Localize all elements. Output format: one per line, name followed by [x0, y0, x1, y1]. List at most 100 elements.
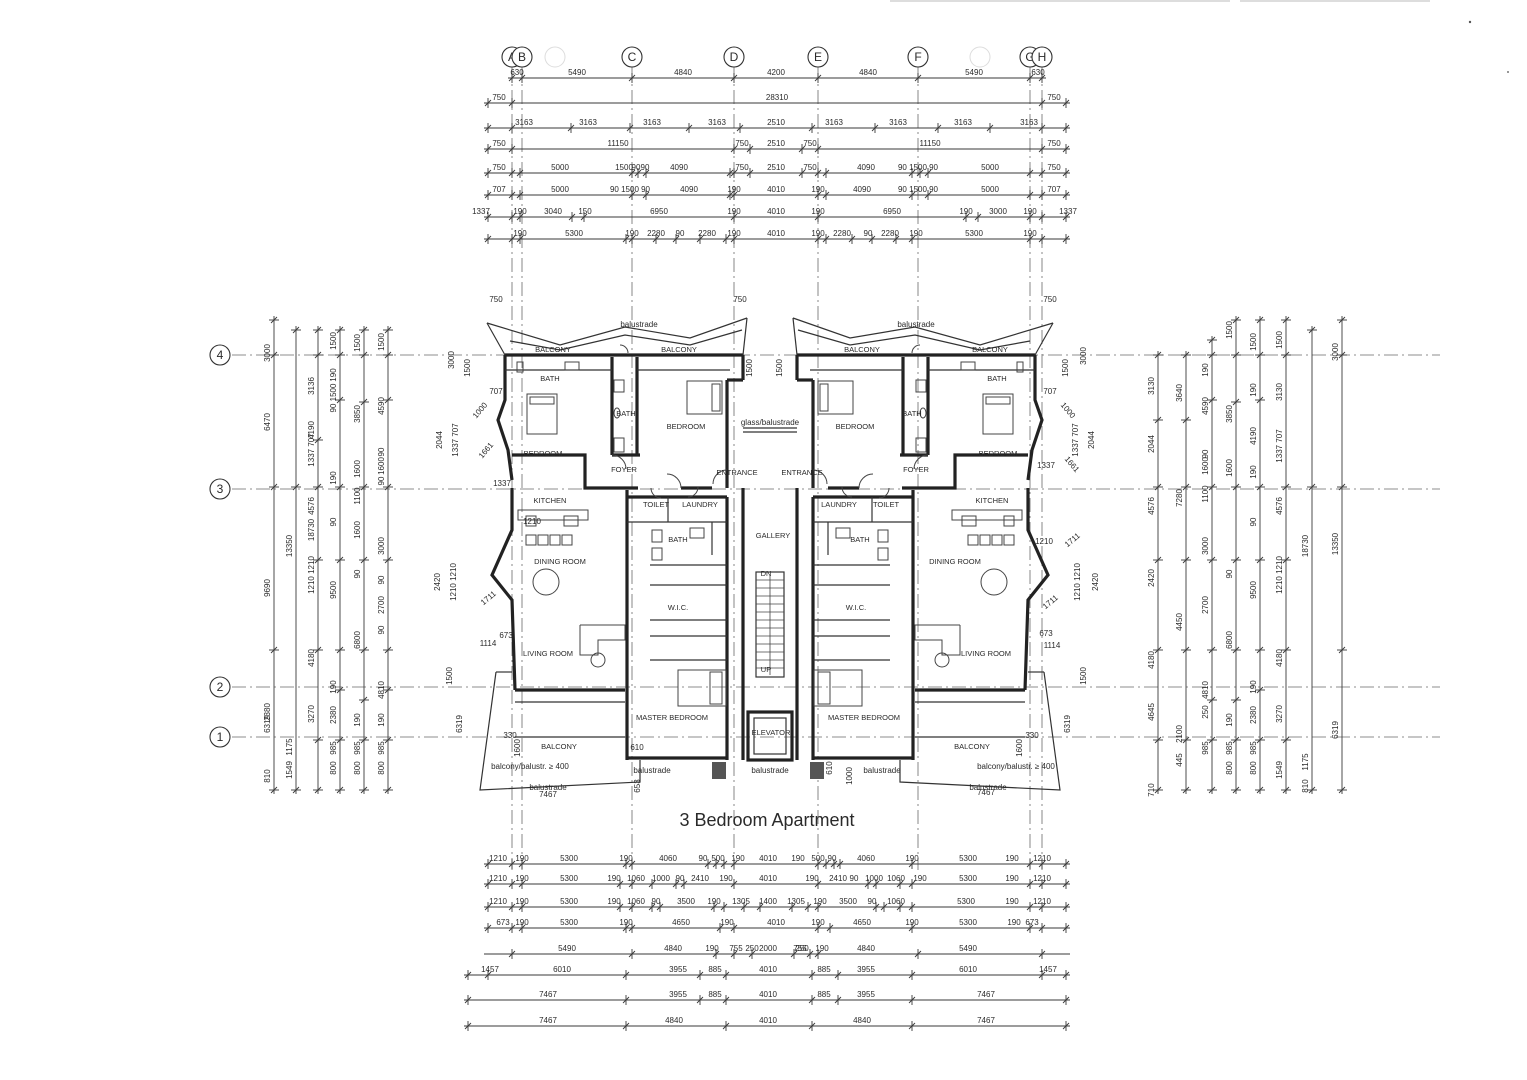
plan-dimension-label: 1711: [1063, 531, 1082, 549]
grid-label-B: B: [518, 50, 526, 64]
dimension-label: 1500: [615, 163, 633, 172]
plan-dimension-label: 750: [489, 295, 503, 304]
grid-bubble-B: B: [511, 46, 533, 68]
dimension-label: 4200: [767, 68, 785, 77]
dimension-label: 4190: [1249, 427, 1258, 445]
dimension-label: 4650: [853, 918, 871, 927]
building-outline: [479, 317, 1061, 791]
dimension-label: 4090: [853, 185, 871, 194]
room-label: W.I.C.: [668, 603, 688, 612]
dimension-label: 3163: [825, 118, 843, 127]
grid-label-2: 2: [217, 680, 224, 694]
room-label: MASTER BEDROOM: [828, 713, 900, 722]
dimension-label: 190: [719, 874, 733, 883]
plan-dimension-label: 1114: [480, 639, 497, 648]
dimension-label: 3130: [1147, 377, 1156, 395]
dimension-label: 1175: [1301, 753, 1310, 771]
dimension-label: 2280: [881, 229, 899, 238]
dimension-label: 190: [515, 874, 529, 883]
room-label: DINING ROOM: [929, 557, 981, 566]
dimension-label: 4840: [859, 68, 877, 77]
dimension-label: 9690: [263, 579, 272, 597]
dimension-label: 1100: [353, 487, 362, 505]
dimension-label: 5490: [959, 944, 977, 953]
dimension-label: 1000: [865, 874, 883, 883]
plan-dimension-label: 2420: [433, 573, 442, 591]
plan-note: balustrade: [633, 766, 671, 775]
dimension-label: 4010: [767, 185, 785, 194]
room-label: DN: [761, 569, 772, 578]
dimension-label: 1600: [353, 460, 362, 478]
dimension-label: 3640: [1175, 384, 1184, 402]
dimension-label: 7467: [977, 1016, 995, 1025]
dimension-label: 500: [811, 854, 825, 863]
dimension-label: 1210: [489, 897, 507, 906]
dimension-label: 755: [729, 944, 743, 953]
dimension-label: 90: [676, 874, 685, 883]
dimension-label: 90 1500 90: [898, 185, 939, 194]
scan-edge-marks: [890, 0, 1509, 73]
dimension-label: 500: [711, 854, 725, 863]
dimension-label: 90: [1201, 449, 1210, 458]
dimension-label: 4010: [767, 207, 785, 216]
dimension-label: 90 1500: [329, 383, 338, 412]
dimension-label: 5300: [965, 229, 983, 238]
dimension-label: 18730: [1301, 534, 1310, 557]
plan-dimension-label: 1000: [1059, 401, 1078, 421]
dimension-label: 800: [329, 761, 338, 775]
dimension-label: 7467: [539, 990, 557, 999]
grid-label-D: D: [730, 50, 739, 64]
plan-dimension-label: 653: [633, 779, 642, 793]
dimension-label: 190: [607, 874, 621, 883]
dimension-label: 3130: [1275, 383, 1284, 401]
dimension-label: 1210: [1033, 874, 1051, 883]
dimension-label: 2044: [1147, 435, 1156, 453]
dimension-label: 1060: [887, 874, 905, 883]
dimension-label: 4010: [767, 229, 785, 238]
plan-dimension-label: 1500: [1061, 359, 1070, 377]
dimension-label: 190: [329, 680, 338, 694]
dimension-label: 7467: [977, 990, 995, 999]
dimension-label: 885: [708, 965, 722, 974]
room-label: LIVING ROOM: [523, 649, 573, 658]
dimension-label: 3163: [1020, 118, 1038, 127]
dimension-label: 710: [1147, 783, 1156, 797]
dimension-label: 750: [492, 93, 506, 102]
dimension-label: 4190: [307, 421, 316, 439]
dimension-label: 6800: [353, 631, 362, 649]
dimension-label: 3163: [515, 118, 533, 127]
dimension-label: 190: [513, 229, 527, 238]
dimension-label: 1549: [285, 761, 294, 779]
dimension-label: 1600: [1201, 457, 1210, 475]
dimension-label: 3163: [954, 118, 972, 127]
drawing-title: 3 Bedroom Apartment: [679, 810, 854, 830]
plan-dimension-label: 1114: [1044, 641, 1061, 650]
dimension-label: 985: [353, 741, 362, 755]
grid-bubble-H: H: [1031, 46, 1053, 68]
dimension-label: 5000: [551, 163, 569, 172]
dimension-label: 190: [619, 854, 633, 863]
grid-bubble-F: F: [907, 46, 929, 68]
plan-dimension-label: 1711: [479, 589, 498, 607]
dimension-label: 1337: [472, 207, 490, 216]
dimension-label: 2410: [691, 874, 709, 883]
room-label: KITCHEN: [976, 496, 1009, 505]
dimension-label: 800: [1225, 761, 1234, 775]
dimension-label: 1060: [627, 874, 645, 883]
plan-dimension-label: 1500: [445, 667, 454, 685]
room-label: GALLERY: [756, 531, 790, 540]
dimension-label: 5300: [959, 918, 977, 927]
dimension-label: 190: [625, 229, 639, 238]
plan-dimension-label: 6319: [1063, 715, 1072, 733]
dimension-label: 190: [815, 944, 829, 953]
